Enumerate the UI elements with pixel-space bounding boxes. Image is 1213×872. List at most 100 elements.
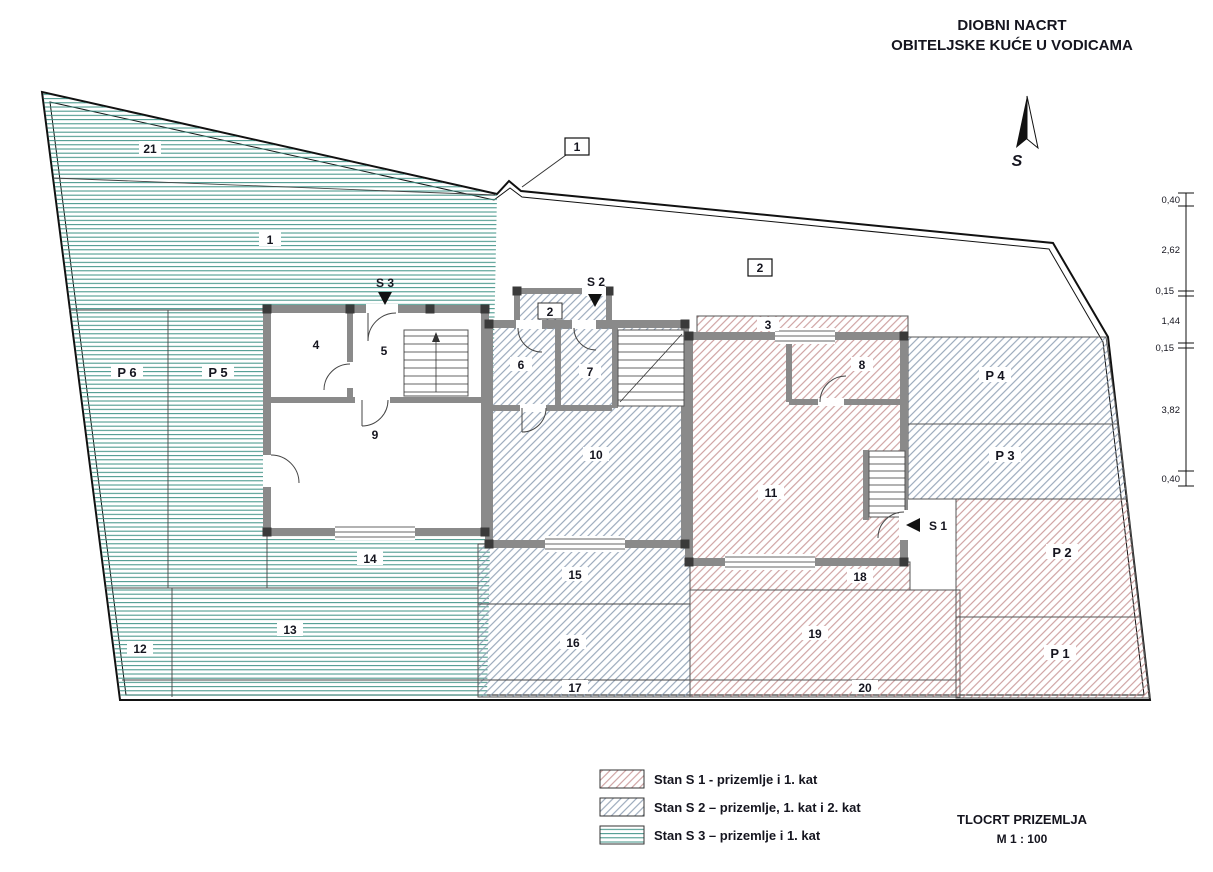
room-label-13: 13 bbox=[277, 622, 303, 637]
svg-text:11: 11 bbox=[765, 486, 778, 500]
title-line1: DIOBNI NACRT bbox=[957, 17, 1066, 34]
svg-text:19: 19 bbox=[808, 627, 822, 641]
room-label-15: 15 bbox=[562, 567, 588, 582]
entrance-s1: S 1 bbox=[906, 518, 947, 533]
title-line2: OBITELJSKE KUĆE U VODICAMA bbox=[891, 36, 1133, 54]
dim-3: 1,44 bbox=[1162, 316, 1181, 327]
callout-1: 1 bbox=[521, 137, 590, 188]
north-arrow-right bbox=[1026, 95, 1039, 150]
strip-15-16-17 bbox=[477, 543, 691, 698]
dim-2: 0,15 bbox=[1156, 286, 1175, 297]
entrance-s1-arrow-icon bbox=[906, 518, 920, 532]
dim-5: 3,82 bbox=[1162, 405, 1181, 416]
legend-label-s3: Stan S 3 – prizemlje i 1. kat bbox=[654, 828, 821, 843]
room-label-14: 14 bbox=[357, 551, 383, 566]
svg-text:6: 6 bbox=[518, 358, 525, 372]
dim-0: 0,40 bbox=[1162, 195, 1181, 206]
room-label-6: 6 bbox=[510, 357, 532, 372]
north-arrow-left bbox=[1016, 96, 1027, 148]
callout-2: 2 bbox=[747, 258, 773, 277]
svg-text:18: 18 bbox=[853, 570, 867, 584]
dim-6: 0,40 bbox=[1162, 474, 1181, 485]
parking-label-p3: P 3 bbox=[989, 447, 1021, 463]
parking-label-p5: P 5 bbox=[202, 364, 234, 380]
entrance-s2-label: S 2 bbox=[587, 275, 605, 289]
entrance-s2-arrow-icon bbox=[588, 294, 602, 307]
svg-text:1: 1 bbox=[267, 233, 274, 247]
svg-text:12: 12 bbox=[133, 642, 147, 656]
svg-text:17: 17 bbox=[568, 681, 582, 695]
zone-s1-land bbox=[689, 498, 1151, 699]
room-label-1: 1 bbox=[259, 232, 281, 247]
drawing-name: TLOCRT PRIZEMLJA bbox=[957, 812, 1088, 827]
wall-piers bbox=[262, 286, 909, 567]
room-label-9: 9 bbox=[364, 427, 386, 442]
room-label-5: 5 bbox=[373, 343, 395, 358]
room-label-21: 21 bbox=[139, 141, 161, 156]
svg-text:P 3: P 3 bbox=[995, 448, 1014, 463]
parking-label-p1: P 1 bbox=[1044, 645, 1076, 661]
svg-text:P 4: P 4 bbox=[985, 368, 1005, 383]
north-arrow: S bbox=[1012, 95, 1039, 170]
building bbox=[262, 286, 909, 570]
windows bbox=[335, 328, 835, 570]
svg-text:P 5: P 5 bbox=[208, 365, 227, 380]
entrance-s3-arrow-icon bbox=[378, 292, 392, 305]
callout-1-label: 1 bbox=[574, 140, 581, 154]
callout-2-label: 2 bbox=[757, 261, 764, 275]
room-label-4: 4 bbox=[305, 337, 327, 352]
room-label-12: 12 bbox=[127, 641, 153, 656]
legend-swatch-s2 bbox=[599, 797, 645, 817]
svg-text:4: 4 bbox=[313, 338, 320, 352]
callout-1-leader bbox=[521, 154, 567, 188]
doors bbox=[263, 287, 909, 540]
svg-text:3: 3 bbox=[765, 318, 772, 332]
svg-text:P 2: P 2 bbox=[1052, 545, 1071, 560]
legend-label-s1: Stan S 1 - prizemlje i 1. kat bbox=[654, 772, 818, 787]
room-label-19: 19 bbox=[802, 626, 828, 641]
stairs-s2 bbox=[617, 329, 685, 407]
svg-text:7: 7 bbox=[587, 365, 594, 379]
legend-item-s3: Stan S 3 – prizemlje i 1. kat bbox=[599, 825, 821, 845]
parking-label-p6: P 6 bbox=[111, 364, 143, 380]
svg-text:9: 9 bbox=[372, 428, 379, 442]
svg-text:14: 14 bbox=[363, 552, 377, 566]
legend-item-s2: Stan S 2 – prizemlje, 1. kat i 2. kat bbox=[599, 797, 861, 817]
svg-text:P 6: P 6 bbox=[117, 365, 136, 380]
room-label-8: 8 bbox=[851, 357, 873, 372]
entrance-s2: S 2 bbox=[587, 275, 605, 307]
svg-text:21: 21 bbox=[143, 142, 157, 156]
north-label: S bbox=[1012, 153, 1023, 170]
room-label-10: 10 bbox=[583, 447, 609, 462]
drawing-title: DIOBNI NACRT OBITELJSKE KUĆE U VODICAMA bbox=[891, 17, 1133, 54]
room-label-7: 7 bbox=[579, 364, 601, 379]
svg-text:10: 10 bbox=[589, 448, 603, 462]
room-labels: 21 1 4 5 9 14 13 12 2 6 7 10 15 16 17 3 … bbox=[127, 141, 878, 695]
room-label-20: 20 bbox=[852, 680, 878, 695]
entrance-s3: S 3 bbox=[376, 276, 394, 305]
entrance-s1-label: S 1 bbox=[929, 519, 947, 533]
legend-swatch-s3 bbox=[599, 825, 645, 845]
svg-text:16: 16 bbox=[566, 636, 580, 650]
parking-labels: P 6 P 5 P 4 P 3 P 2 P 1 bbox=[111, 364, 1078, 661]
interior-partitions bbox=[271, 313, 904, 520]
legend: Stan S 1 - prizemlje i 1. kat Stan S 2 –… bbox=[599, 769, 861, 845]
title-block: TLOCRT PRIZEMLJA M 1 : 100 bbox=[957, 812, 1088, 846]
svg-text:5: 5 bbox=[381, 344, 388, 358]
divider-21-1 bbox=[52, 177, 496, 196]
legend-label-s2: Stan S 2 – prizemlje, 1. kat i 2. kat bbox=[654, 800, 861, 815]
svg-text:13: 13 bbox=[283, 623, 297, 637]
room-label-17: 17 bbox=[562, 680, 588, 695]
svg-text:P 1: P 1 bbox=[1050, 646, 1069, 661]
svg-text:2: 2 bbox=[547, 305, 554, 319]
parking-label-p4: P 4 bbox=[979, 367, 1011, 383]
strip-20 bbox=[689, 679, 961, 698]
room-label-2: 2 bbox=[537, 302, 563, 320]
room-label-3: 3 bbox=[757, 317, 779, 332]
dimension-chain: 0,40 2,62 0,15 1,44 0,15 3,82 0,40 bbox=[1156, 192, 1194, 487]
entrance-s3-label: S 3 bbox=[376, 276, 394, 290]
dim-1: 2,62 bbox=[1162, 245, 1181, 256]
room-label-16: 16 bbox=[560, 635, 586, 650]
